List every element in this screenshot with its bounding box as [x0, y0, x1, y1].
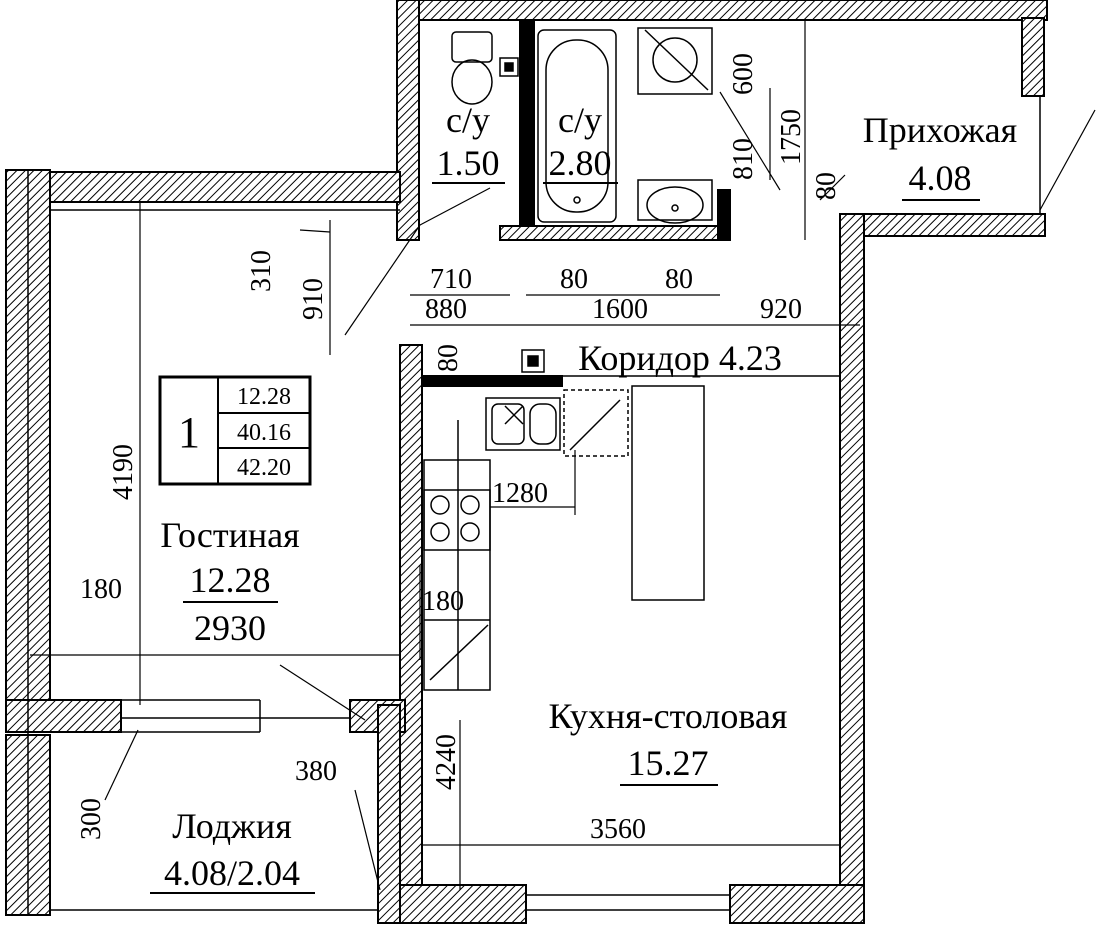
dim-300: 300 — [76, 798, 107, 840]
wc1-area: 1.50 — [437, 143, 500, 183]
dim-1280: 1280 — [492, 478, 548, 509]
dim-310: 310 — [246, 250, 277, 292]
summary-rooms-count: 1 — [178, 408, 200, 457]
dim-880: 880 — [425, 294, 467, 325]
loggia-name: Лоджия — [172, 806, 292, 846]
hall-name: Прихожая — [863, 110, 1017, 150]
windows — [27, 96, 1041, 915]
dim-3560: 3560 — [590, 814, 646, 845]
hall-area: 4.08 — [909, 158, 972, 198]
dim-4240: 4240 — [431, 734, 462, 790]
living-width: 2930 — [194, 608, 266, 648]
corridor-label: Коридор 4.23 — [578, 338, 782, 378]
summary-living-area: 12.28 — [237, 384, 291, 410]
dim-910: 910 — [298, 278, 329, 320]
dim-80-hall: 80 — [811, 172, 842, 200]
dim-810: 810 — [728, 138, 759, 180]
kitchen-name: Кухня-столовая — [549, 696, 788, 736]
summary-total-with-loggia: 42.20 — [237, 455, 291, 481]
dim-380: 380 — [295, 756, 337, 787]
dim-4190: 4190 — [108, 444, 139, 500]
dimension-texts: 600 1750 810 80 310 910 710 880 80 80 16… — [76, 53, 842, 845]
dim-1750: 1750 — [776, 109, 807, 165]
wc2-area: 2.80 — [549, 143, 612, 183]
dim-80-right: 80 — [665, 264, 693, 295]
living-name: Гостиная — [160, 515, 299, 555]
dim-80-corridor: 80 — [433, 344, 464, 372]
dim-180-kitchen: 180 — [422, 586, 464, 617]
dimension-lines — [30, 20, 1096, 891]
dim-1600: 1600 — [592, 294, 648, 325]
dim-600: 600 — [728, 53, 759, 95]
summary-total-area: 40.16 — [237, 420, 291, 446]
wc2-name: с/у — [558, 100, 602, 140]
dim-80-left: 80 — [560, 264, 588, 295]
loggia-area: 4.08/2.04 — [164, 853, 300, 893]
summary-box: 1 12.28 40.16 42.20 — [158, 375, 312, 486]
living-area: 12.28 — [190, 560, 271, 600]
fixtures — [423, 27, 840, 691]
dim-710: 710 — [430, 264, 472, 295]
room-labels: с/у 1.50 с/у 2.80 Прихожая 4.08 Коридор … — [150, 100, 1017, 894]
kitchen-area: 15.27 — [628, 743, 709, 783]
wc1-name: с/у — [446, 100, 490, 140]
dim-920: 920 — [760, 294, 802, 325]
dim-180-living: 180 — [80, 574, 122, 605]
